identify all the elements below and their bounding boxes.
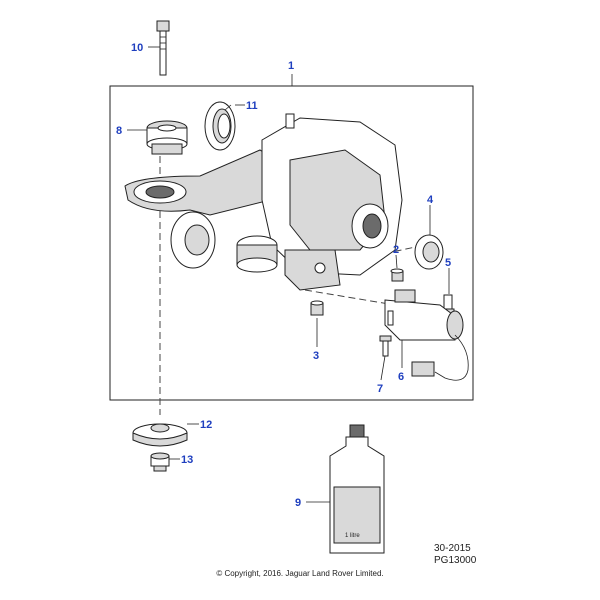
callout-2: 2 [393,244,399,256]
callout-3: 3 [313,350,319,362]
plate-reference: PG13000 [434,555,477,566]
output-seal-part-4 [414,234,444,270]
bolts-part-7 [379,310,394,357]
callout-8: 8 [116,125,122,137]
callout-9: 9 [295,497,301,509]
callout-1: 1 [288,60,294,72]
callout-11: 11 [246,100,258,112]
seal-ring-part-11 [204,101,236,151]
actuator-motor-part-6 [384,289,469,381]
nut-part-2 [390,268,404,282]
mount-bushing-part-8 [146,120,188,155]
plug-part-3 [310,300,324,316]
alignment-line-2 [304,289,396,306]
oil-bottle-part-9: 1 litre [329,424,385,554]
copyright-notice: © Copyright, 2016. Jaguar Land Rover Lim… [216,569,384,578]
callout-6: 6 [398,371,404,383]
section-reference: 30-2015 [434,543,471,554]
callout-10: 10 [131,42,143,54]
callout-13: 13 [181,454,193,466]
bolt-part-10 [156,20,170,76]
nut-part-13 [150,452,170,472]
assembly-frame [109,85,474,401]
leader-lines [127,46,450,503]
differential-housing-part-1 [124,113,403,291]
callout-5: 5 [445,257,451,269]
bottle-label: 1 litre [345,533,360,539]
mount-washer-part-12 [132,423,188,447]
callout-4: 4 [427,194,434,206]
callout-12: 12 [200,419,212,431]
callout-7: 7 [377,383,383,395]
